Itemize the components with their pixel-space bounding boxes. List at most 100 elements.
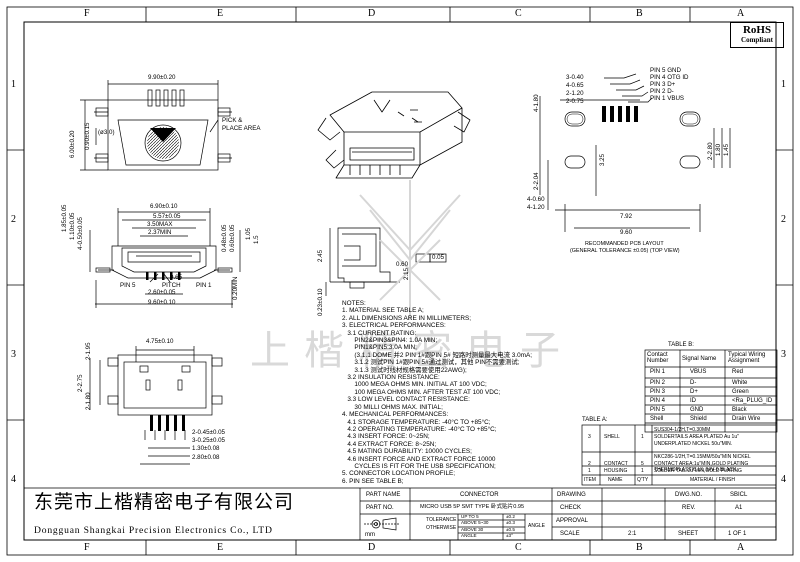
tb-part-no: MICRO USB 5P SMT TYPE 卧式贴片0.95 [420, 504, 525, 510]
tb-approval-label: APPROVAL [556, 518, 588, 524]
dim-bottom-b3: 1.30±0.08 [192, 445, 220, 452]
table-b-cell: Red [732, 369, 744, 375]
dim-front-pitch-value: 0.65 [170, 274, 183, 281]
table-a-item: 1 [588, 468, 591, 474]
dim-front-4: 2.37MIN [148, 229, 172, 236]
note-line: 4.6 INSERT FORCE AND EXTRACT FORCE 10000 [342, 455, 496, 463]
pcb-dim-top-1: 4-0.65 [566, 82, 584, 89]
zone-top-e: E [217, 8, 224, 19]
table-a-material-line: CONTACT AREA:1u"MIN,GOLD PLATING [654, 461, 749, 467]
table-b-cell: VBUS [690, 369, 707, 375]
dim-front-l3: 4-0.50±0.05 [77, 217, 84, 250]
table-b-cell: PIN 1 [650, 369, 666, 375]
dim-bottom-top: 4.75±0.10 [146, 338, 174, 345]
note-line: 2. ALL DIMENSIONS ARE IN MILLIMETERS; [342, 314, 472, 322]
note-line: PIN2&PIN3&PIN4: 1.0A MIN; [342, 337, 438, 345]
zone-left-2: 2 [11, 214, 16, 225]
tb-check-label: CHECK [560, 505, 582, 511]
tolerance-cell: ±0.3 [506, 520, 515, 525]
zone-bottom-e: E [217, 542, 224, 553]
zone-top-b: B [636, 8, 643, 19]
pick-place-label-2: PLACE AREA [222, 125, 261, 132]
table-b-header-0: Contact Number [647, 352, 669, 364]
tolerance-cell: ABOVE 30 [461, 527, 484, 532]
dim-front-1: 6.90±0.10 [150, 203, 178, 210]
note-line: 100 MEGA OHMS MIN. AFTER TEST AT 100 VDC… [342, 388, 501, 396]
dim-top-left2: 0.90±0.15 [84, 122, 91, 150]
dim-bottom-l1: 2-1.95 [85, 342, 92, 360]
tolerance-cell: UP TO 5 [461, 514, 479, 519]
tb-drawing-label: DRAWING [557, 492, 586, 498]
zone-bottom-b: B [636, 542, 643, 553]
table-a-item: 2 [588, 461, 591, 467]
pcb-dim-top-2: 2-1.20 [566, 90, 584, 97]
zone-bottom-a: A [737, 542, 745, 553]
pcb-dim-v4: 4-1.20 [527, 204, 545, 211]
tb-dwg-no-label: DWG.NO. [675, 492, 702, 498]
dim-bottom-b4: 2.80±0.08 [192, 454, 220, 461]
dim-side-v3: 2.15 [403, 267, 410, 280]
tolerance-cell: ±3° [506, 533, 513, 538]
dim-front-2: 5.57±0.05 [153, 213, 181, 220]
tolerance-cell: ANGLE [461, 533, 477, 538]
tb-scale: 2:1 [628, 531, 637, 537]
rohs-title: RoHS [742, 24, 772, 36]
table-a-material-line: NKC286-1/2H,T=0.15MM/50u"MIN NICKEL [654, 454, 751, 460]
zone-right-4: 4 [781, 474, 786, 485]
note-line: 6. PIN SEE TABLE B; [342, 477, 404, 485]
dim-top-width: 9.90±0.20 [148, 74, 176, 81]
table-b-cell: Shell [650, 416, 664, 422]
pcb-dim-top-0: 3-0.40 [566, 74, 584, 81]
table-a-material-line: SOLDERTAILS AREA PLATED Au 1u" [654, 434, 739, 440]
dim-bottom-l3: 2-1.80 [85, 392, 92, 410]
pcb-dim-b2: 9.60 [620, 229, 633, 236]
table-a-name: SHELL [604, 434, 620, 440]
dim-side-v1: 2.45 [317, 249, 324, 262]
dim-top-hole: (ø3.0) [98, 129, 115, 136]
note-line: CYCLES IS FIT FOR THE USB SPECIFICATION; [342, 462, 496, 470]
note-line: PIN1&PIN5:3.0A MIN; [342, 344, 417, 352]
tolerance-cell: ±0.5 [506, 527, 515, 532]
dim-top-left1: 6.00±0.20 [69, 130, 76, 158]
note-line: 30 MILLI OHMS MAX. INITIAL; [342, 403, 443, 411]
pcb-pin-2: PIN 2 D- [650, 88, 674, 95]
tb-rev-label: REV. [682, 505, 696, 511]
note-line: 1000 MEGA OHMS MIN. INITIAL AT 100 VDC; [342, 381, 487, 389]
tolerance-cell: ±0.2 [506, 514, 515, 519]
notes-block: NOTES:1. MATERIAL SEE TABLE A;2. ALL DIM… [342, 300, 582, 485]
dim-front-3: 3.50MAX [147, 221, 173, 228]
zone-right-3: 3 [781, 349, 786, 360]
tb-tol-label-2: OTHERWISE [426, 525, 457, 531]
dim-side-v2: 0.23±0.10 [317, 288, 324, 316]
table-b-cell: White [732, 380, 748, 386]
table-b-header-1: Signal Name [682, 356, 717, 362]
note-line: 3. ELECTRICAL PERFORMANCES: [342, 322, 446, 330]
zone-top-f: F [84, 8, 90, 19]
pcb-pin-5: PIN 5 GND [650, 67, 681, 74]
table-b-cell: Drain Wire [732, 416, 761, 422]
dim-front-l2: 1.10±0.05 [69, 212, 76, 240]
pcb-dim-v3: 4-0.60 [527, 196, 545, 203]
note-line: 3.3 LOW LEVEL CONTACT RESISTANCE: [342, 396, 470, 404]
pcb-pin-4: PIN 4 OTG ID [650, 74, 689, 81]
note-line: 4.5 MATING DURABILITY: 10000 CYCLES; [342, 448, 472, 456]
dim-bottom-b2: 3-0.25±0.05 [192, 437, 225, 444]
tb-part-no-label: PART NO. [366, 505, 394, 511]
dim-bottom-b1: 2-0.45±0.05 [192, 429, 225, 436]
table-a-header-name: NAME [608, 477, 623, 483]
table-a-header-item: ITEM [584, 477, 596, 483]
zone-top-a: A [737, 8, 745, 19]
table-b-cell: PIN 4 [650, 398, 666, 404]
tb-scale-label: SCALE [560, 531, 580, 537]
dim-front-pitch: PITCH [162, 282, 181, 289]
table-b-cell: PIN 2 [650, 380, 666, 386]
tb-angle-label: ANGLE [528, 523, 545, 529]
table-b-cell: <Ra_PLUG_ID [732, 398, 773, 404]
dim-front-l1: 1.85±0.05 [61, 204, 68, 232]
dim-front-r5: 0.20MIN [232, 276, 239, 300]
front-pin1-label: PIN 1 [196, 282, 212, 289]
dim-front-r1: 0.48±0.05 [221, 224, 228, 252]
pcb-dim-v2: 2-2.04 [533, 172, 540, 190]
